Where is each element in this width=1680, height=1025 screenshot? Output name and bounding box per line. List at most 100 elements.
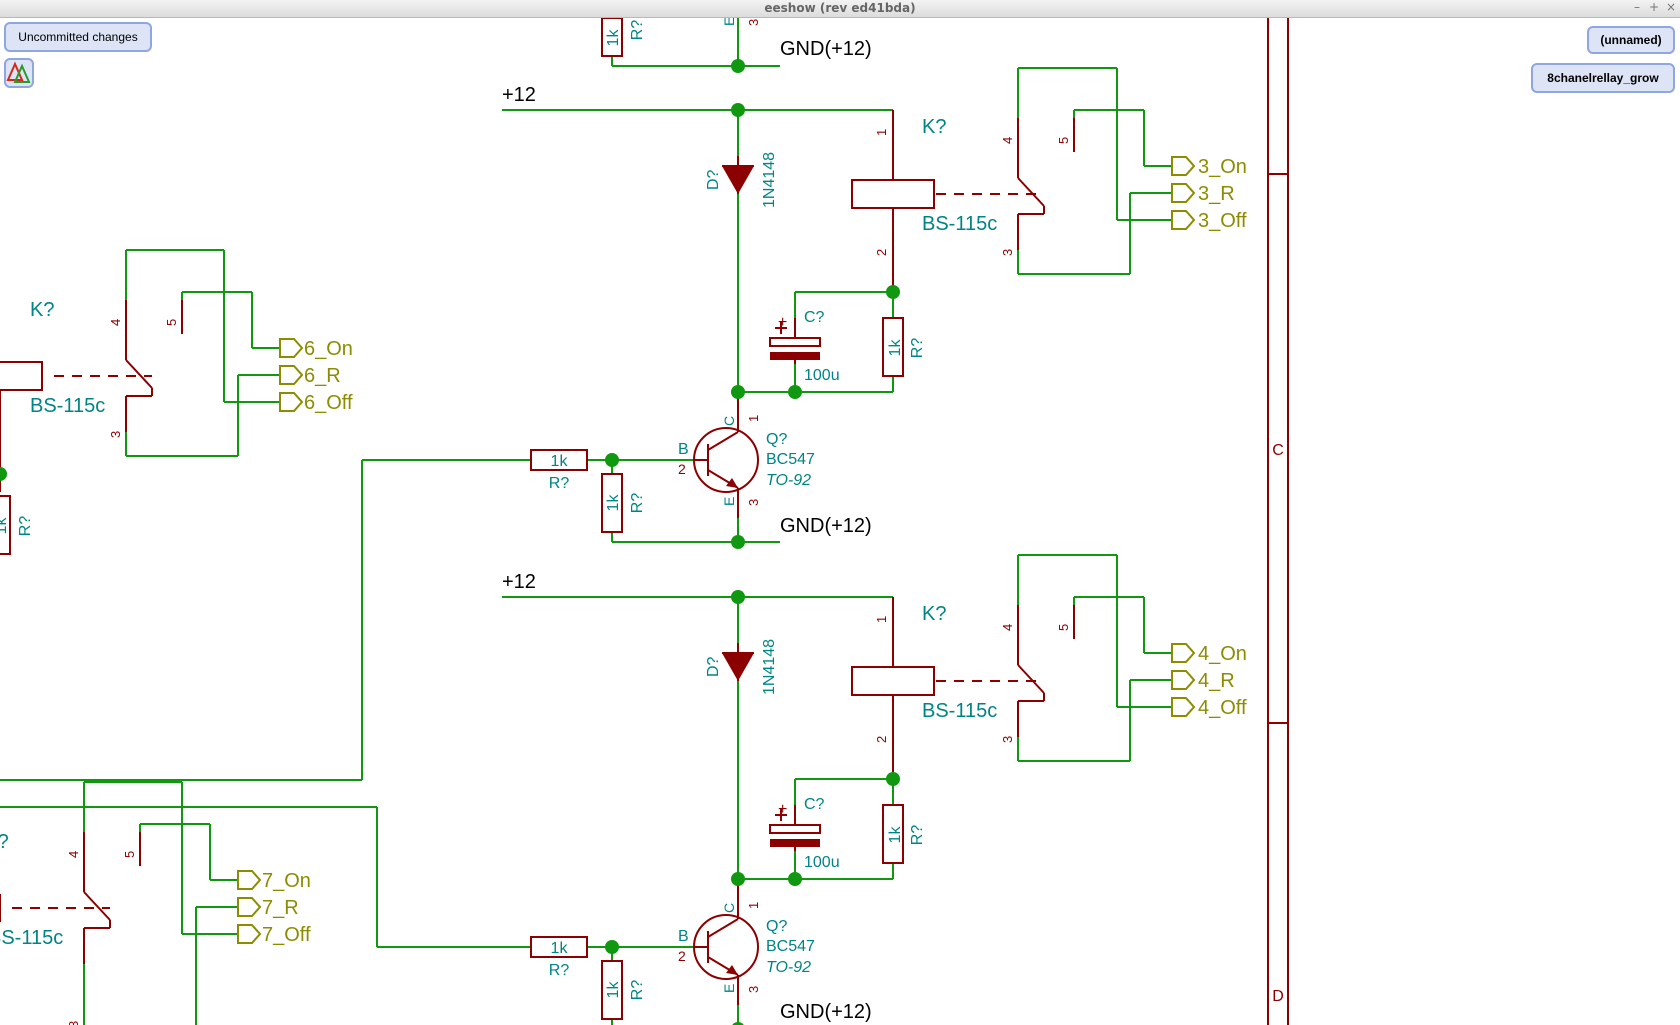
relay-value: BS-115c — [922, 700, 997, 722]
pin-b-label: B — [678, 441, 689, 458]
pin-number: 2 — [874, 249, 889, 256]
maximize-icon[interactable]: + — [1648, 0, 1660, 14]
pin-number: 1 — [874, 129, 889, 136]
cap-plus: + — [778, 314, 787, 331]
pin-number: 4 — [108, 319, 123, 326]
resistor-ref: R? — [629, 493, 646, 514]
schematic-canvas[interactable]: C D 1k R? E 3 GND(+12) — [0, 18, 1680, 1025]
pin-number: 3 — [746, 19, 761, 26]
relay-value: BS-115c — [30, 395, 105, 417]
frame-row-c: C — [1272, 442, 1284, 459]
resistor-ref: R? — [17, 516, 34, 537]
pin-number: 3 — [66, 1021, 81, 1025]
pin-number: 3 — [746, 499, 761, 506]
diode-ref: D? — [705, 656, 722, 677]
resistor-value: 1k — [0, 517, 10, 535]
pin-number: 5 — [1056, 624, 1071, 631]
resistor-ref: R? — [909, 338, 926, 359]
cap-ref: C? — [804, 796, 825, 813]
pin-number: 4 — [66, 851, 81, 858]
relay-ref: K? — [30, 299, 54, 321]
relay-ref-partial: <? — [0, 831, 9, 853]
relay-ref: K? — [922, 116, 946, 138]
gnd-label: GND(+12) — [780, 38, 872, 60]
net-label-6-r: 6_R — [304, 365, 341, 387]
sheet-tab-8chanelrellay-grow[interactable]: 8chanelrellay_grow — [1531, 63, 1675, 93]
relay-channel-4: 4_On 4_R 4_Off +12 K? BS-115c 1 2 4 5 3 … — [0, 554, 1247, 1025]
resistor-value: 1k — [605, 29, 622, 47]
cap-value: 100u — [804, 367, 840, 384]
pin-number: 3 — [1000, 249, 1015, 256]
resistor-value: 1k — [551, 453, 569, 470]
relay-value: BS-115c — [0, 927, 63, 949]
pin-number: 3 — [1000, 736, 1015, 743]
gnd-label: GND(+12) — [780, 1001, 872, 1023]
diode-ref: D? — [705, 169, 722, 190]
capacitor-plate — [770, 352, 820, 360]
net-label-7-r: 7_R — [262, 897, 299, 919]
window-title: eeshow (rev ed41bda) — [764, 1, 916, 15]
sheet-tab-unnamed[interactable]: (unnamed) — [1587, 26, 1675, 54]
gnd-label: GND(+12) — [780, 515, 872, 537]
pin-number: 2 — [678, 461, 686, 477]
transistor-value: BC547 — [766, 451, 815, 468]
resistor-value: 1k — [887, 339, 904, 357]
diode-value: 1N4148 — [761, 152, 778, 208]
resistor-ref: R? — [909, 825, 926, 846]
net-label-7-on: 7_On — [262, 870, 311, 892]
net-label-4-on: 4_On — [1198, 643, 1247, 665]
junction — [0, 467, 7, 481]
vplus-label: +12 — [502, 84, 536, 106]
pin-number: 3 — [108, 431, 123, 438]
diode-body — [722, 166, 754, 194]
pin-number: 2 — [874, 736, 889, 743]
resistor-ref: R? — [629, 20, 646, 41]
pin-number: 5 — [122, 851, 137, 858]
pin-number: 5 — [164, 319, 179, 326]
transistor-ref: Q? — [766, 918, 787, 935]
relay-channel-6: 6_On 6_R 6_Off K? BS-115c 4 5 3 1k R? — [0, 249, 353, 555]
resistor-ref: R? — [629, 980, 646, 1001]
resistor-value: 1k — [551, 940, 569, 957]
diode-body — [722, 653, 754, 681]
resistor-value: 1k — [887, 826, 904, 844]
pin-c-label: C — [721, 416, 737, 426]
diode-value: 1N4148 — [761, 639, 778, 695]
net-label-4-r: 4_R — [1198, 670, 1235, 692]
pin-number: 5 — [1056, 137, 1071, 144]
pin-e-label: E — [721, 497, 737, 506]
junction — [731, 59, 745, 73]
pin-number: 2 — [678, 948, 686, 964]
pin-b-label: B — [678, 928, 689, 945]
sheet-frame — [1267, 18, 1289, 1025]
resistor-ref: R? — [549, 475, 570, 492]
uncommitted-changes-button[interactable]: Uncommitted changes — [4, 22, 152, 52]
cap-value: 100u — [804, 854, 840, 871]
net-label-3-off: 3_Off — [1198, 210, 1247, 232]
net-label-6-on: 6_On — [304, 338, 353, 360]
cap-ref: C? — [804, 309, 825, 326]
top-partial-channel: 1k R? E 3 GND(+12) — [601, 18, 872, 73]
resistor-value: 1k — [605, 981, 622, 999]
minimize-icon[interactable]: – — [1634, 0, 1640, 14]
vplus-label: +12 — [502, 571, 536, 593]
relay-ref: K? — [922, 603, 946, 625]
net-label-3-r: 3_R — [1198, 183, 1235, 205]
delta-icon — [6, 61, 31, 83]
cap-plus: + — [778, 801, 787, 818]
net-label-4-off: 4_Off — [1198, 697, 1247, 719]
transistor-package: TO-92 — [766, 959, 811, 976]
frame-row-d: D — [1272, 988, 1284, 1005]
net-label-6-off: 6_Off — [304, 392, 353, 414]
pin-number: 1 — [746, 415, 761, 422]
pin-e-label: E — [721, 18, 737, 26]
revision-history-button[interactable] — [4, 58, 34, 88]
relay-channel-3: 3_On 3_R 3_Off +12 K? BS-115c 1 2 4 5 3 … — [0, 67, 1247, 781]
close-icon[interactable]: × — [1665, 0, 1677, 14]
pin-number: 1 — [746, 902, 761, 909]
net-label-3-on: 3_On — [1198, 156, 1247, 178]
transistor-ref: Q? — [766, 431, 787, 448]
emitter-arrow — [726, 478, 738, 488]
window-titlebar: eeshow (rev ed41bda) – + × — [0, 0, 1680, 18]
pin-number: 4 — [1000, 624, 1015, 631]
